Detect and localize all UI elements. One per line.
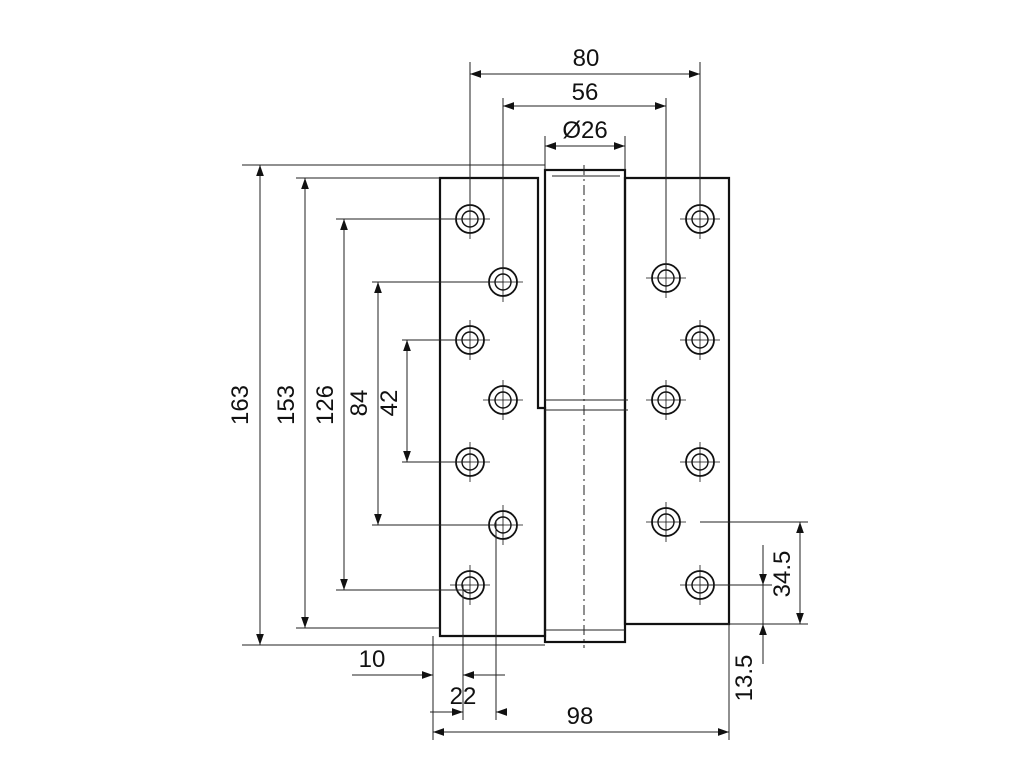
- screw-hole: [450, 565, 490, 605]
- knuckle-barrel: [543, 168, 627, 644]
- dim-label-13-5: 13.5: [731, 655, 758, 702]
- dim-label-22: 22: [450, 683, 477, 710]
- dim-label-98: 98: [567, 703, 594, 730]
- dim-label-diameter-26: Ø26: [562, 117, 607, 144]
- dim-label-84: 84: [346, 390, 373, 417]
- left-leaf: [438, 176, 547, 638]
- hinge-body: [438, 165, 731, 648]
- dimension-lines: [256, 70, 804, 736]
- dim-label-10: 10: [359, 646, 386, 673]
- dim-label-56: 56: [572, 79, 599, 106]
- screw-hole: [680, 442, 720, 482]
- dim-label-42: 42: [376, 390, 403, 417]
- right-leaf: [623, 176, 731, 626]
- dim-label-34-5: 34.5: [769, 551, 796, 598]
- screw-hole-crosshair: [450, 565, 490, 605]
- dim-label-80: 80: [573, 45, 600, 72]
- dim-label-163: 163: [227, 385, 254, 425]
- screw-hole: [680, 320, 720, 360]
- screw-holes: [450, 199, 720, 605]
- dim-label-126: 126: [312, 385, 339, 425]
- screw-hole-crosshair: [646, 380, 686, 420]
- screw-hole-crosshair: [680, 320, 720, 360]
- screw-hole-crosshair: [646, 502, 686, 542]
- screw-hole-crosshair: [483, 380, 523, 420]
- screw-hole: [646, 502, 686, 542]
- dimension-labels: 80 56 Ø26 163 153 126 84 42 10 22 98 34.…: [227, 45, 796, 730]
- screw-hole: [646, 380, 686, 420]
- dim-label-153: 153: [273, 385, 300, 425]
- screw-hole: [483, 380, 523, 420]
- screw-hole-crosshair: [680, 442, 720, 482]
- extension-lines: [242, 62, 808, 740]
